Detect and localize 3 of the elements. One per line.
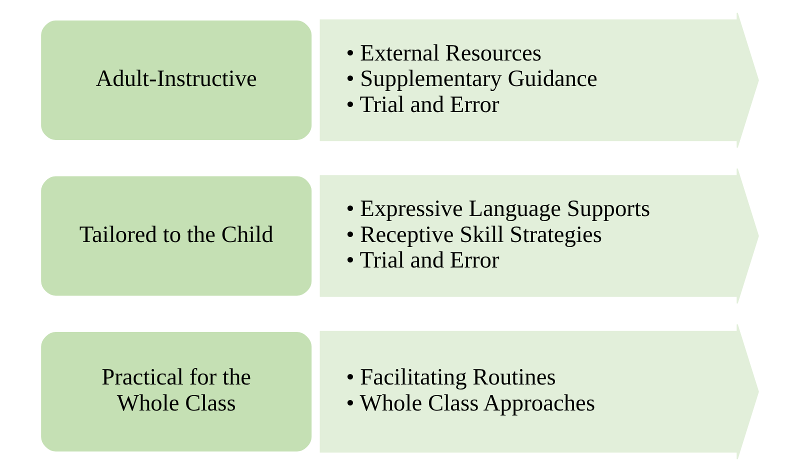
node-box: Adult-Instructive [41,20,312,140]
node-box: Practical for the Whole Class [41,332,312,452]
node-box: Tailored to the Child [41,176,312,296]
